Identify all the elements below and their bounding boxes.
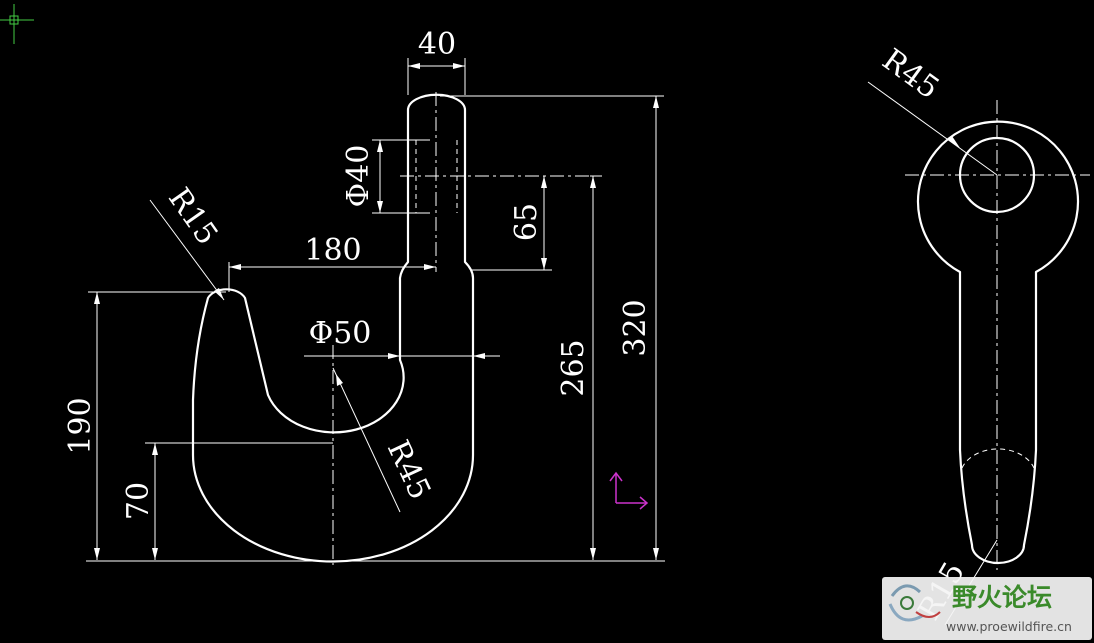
dim-hole-diameter: Φ40	[341, 145, 376, 208]
crosshair-cursor-icon	[0, 4, 34, 44]
hook-front-view	[191, 92, 600, 565]
dim-total-height: 320	[618, 299, 653, 356]
dim-throat-diameter: Φ50	[309, 316, 372, 351]
watermark-panel	[882, 577, 1092, 640]
wildfire-logo-icon	[888, 584, 941, 622]
side-view-outline	[916, 120, 1080, 565]
dim-shank-width: 40	[418, 27, 456, 62]
dim-center-height: 265	[556, 339, 591, 396]
side-view-hidden-arc	[961, 448, 1035, 469]
dim-bottom-height: 70	[121, 482, 156, 520]
dim-throat-width: 180	[304, 233, 361, 268]
ucs-icon	[609, 471, 649, 510]
watermark: 野火论坛 www.proewildfire.cn	[882, 577, 1092, 640]
hook-outline	[191, 93, 475, 563]
side-eye-radius-leader	[867, 81, 998, 176]
dim-tip-height: 190	[63, 397, 98, 454]
front-view-dimensions	[86, 58, 665, 562]
watermark-url: www.proewildfire.cn	[946, 619, 1072, 634]
dim-hole-to-shoulder: 65	[509, 203, 544, 241]
watermark-title: 野火论坛	[952, 583, 1052, 612]
